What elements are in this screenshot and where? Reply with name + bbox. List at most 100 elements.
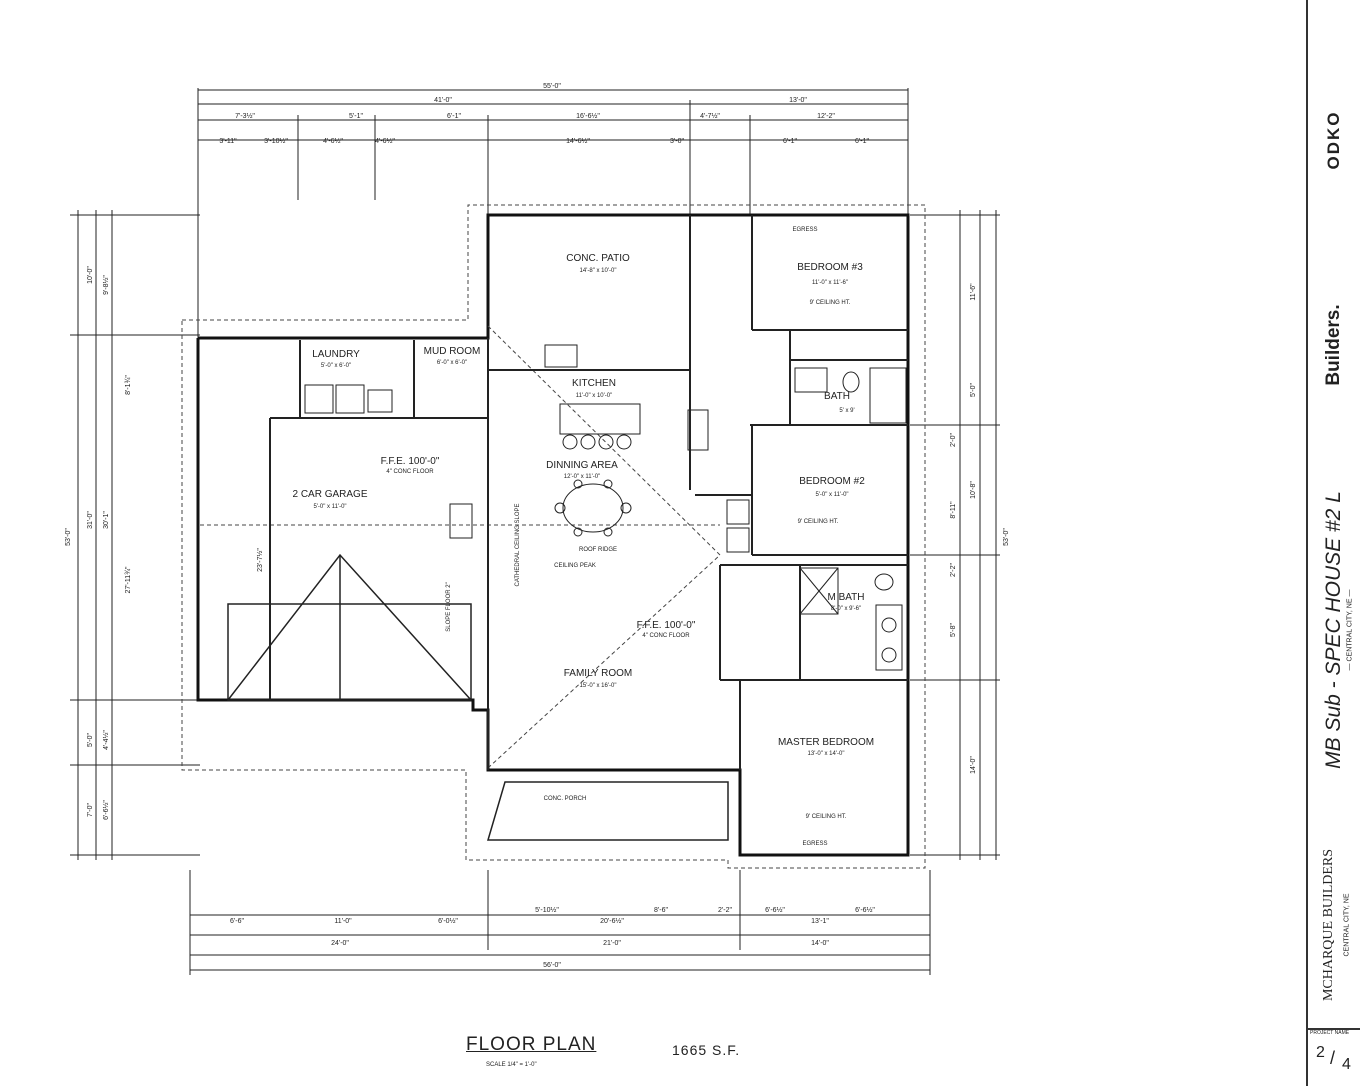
dim-top-r2-c: 6'-1"	[447, 113, 461, 120]
dim-bottom-r2-d: 5'-10½"	[535, 906, 559, 914]
dim-top-r2-d: 16'-6½"	[576, 112, 600, 120]
dim-bottom-r2-j: 6'-6½"	[855, 906, 875, 914]
dim-right-overall: 53'-0"	[1003, 528, 1010, 546]
room-size-m-bath: 8'-0" x 9'-6"	[831, 606, 861, 612]
room-size-bedroom-2: 5'-0" x 11'-0"	[815, 492, 848, 498]
room-name-conc-porch: CONC. PORCH	[544, 796, 587, 802]
dim-left-r1-a: 10'-0"	[87, 266, 94, 284]
dim-right-r1-g: 5'-8"	[950, 623, 957, 637]
project-name: MB Sub - SPEC HOUSE #2 L	[1322, 491, 1345, 769]
dim-right-r1-a: 11'-6"	[970, 283, 977, 301]
floor-plan-title: FLOOR PLAN	[466, 1034, 597, 1055]
room-size-conc-patio: 14'-8" x 10'-0"	[580, 268, 617, 274]
dim-bottom-r2-a: 6'-6"	[230, 918, 244, 925]
room-name-master-bedroom: MASTER BEDROOM	[778, 737, 874, 748]
room-name-dining: DINNING AREA	[546, 460, 618, 471]
dim-left-r2-e: 4'-4½"	[102, 730, 110, 750]
drafter-name: ODKO	[1324, 110, 1343, 170]
dim-top-r3-g: 6'-1"	[783, 138, 797, 145]
room-size-master-bedroom: 13'-0" x 14'-0"	[808, 751, 845, 757]
dim-left-r2-c: 30'-1"	[103, 511, 110, 529]
company-location: CENTRAL CITY, NE	[1343, 893, 1351, 957]
dim-top-r3-d: 4'-6½"	[375, 137, 395, 145]
ceiling-note-master-bedroom: 9' CEILING HT.	[806, 814, 847, 820]
dim-top-r3-a: 3'-11"	[219, 138, 237, 145]
sheet-divider: /	[1330, 1048, 1336, 1068]
cathedral-slope-label: CATHEDRAL CEILING SLOPE	[515, 503, 521, 586]
dim-right-r1-b: 5'-0"	[970, 383, 977, 397]
dim-top-r3-h: 6'-1"	[855, 138, 869, 145]
dim-top-r3-b: 3'-10½"	[264, 137, 288, 145]
dim-left-r2-d: 27'-11¾"	[125, 566, 132, 594]
dim-left-r2-b: 8'-1¾"	[125, 375, 132, 395]
dim-bottom-r2-g: 2'-2"	[718, 907, 732, 914]
dim-left-overall: 53'-0"	[65, 528, 72, 546]
dim-top-r1-a: 41'-0"	[434, 97, 452, 104]
dim-top-r3-f: 3'-0"	[670, 138, 684, 145]
room-size-laundry: 5'-0" x 6'-0"	[321, 363, 351, 369]
dim-bottom-r2-h: 6'-6½"	[765, 906, 785, 914]
room-name-family-room: FAMILY ROOM	[564, 668, 633, 679]
room-name-bedroom-2: BEDROOM #2	[799, 476, 865, 487]
room-name-mud-room: MUD ROOM	[424, 346, 481, 357]
ffe-garage: F.F.E. 100'-0"	[381, 456, 440, 467]
project-location: — CENTRAL CITY, NE —	[1346, 589, 1354, 671]
sheet-label: PROJECT NAME	[1310, 1030, 1350, 1036]
ceiling-peak-label: CEILING PEAK	[554, 563, 596, 569]
egress-label-bedroom-3: EGRESS	[792, 227, 817, 233]
dim-bottom-r1-c: 14'-0"	[811, 940, 829, 947]
dim-top-overall: 55'-0"	[543, 83, 561, 90]
dim-left-r1-c: 5'-0"	[87, 733, 94, 747]
dim-bottom-r2-c: 6'-0½"	[438, 917, 458, 925]
floor-plan-drawing: CONC. PATIO 14'-8" x 10'-0" BEDROOM #3 1…	[65, 83, 1010, 975]
dim-top-r3-c: 4'-6½"	[323, 137, 343, 145]
dim-top-r2-f: 12'-2"	[817, 113, 835, 120]
dim-top-r2-a: 7'-3½"	[235, 112, 255, 120]
dim-bottom-overall: 56'-0"	[543, 962, 561, 969]
ceiling-note-bedroom-2: 9' CEILING HT.	[798, 519, 839, 525]
sheet-total: 4	[1342, 1056, 1351, 1073]
dim-left-r2-a: 9'-8½"	[102, 275, 110, 295]
area-label: 1665 S.F.	[672, 1042, 741, 1058]
dim-bottom-r1-b: 21'-0"	[603, 940, 621, 947]
firm-logo: Builders.	[1323, 304, 1344, 386]
room-size-mud-room: 6'-0" x 6'-0"	[437, 360, 467, 366]
dim-left-r2-f: 6'-6½"	[102, 800, 110, 820]
title-block: ODKO Builders. MB Sub - SPEC HOUSE #2 L …	[1306, 0, 1360, 1086]
floor-family-room: 4" CONC FLOOR	[642, 633, 690, 639]
room-name-conc-patio: CONC. PATIO	[566, 253, 630, 264]
dim-garage-depth: 23'-7½"	[256, 548, 264, 572]
dim-top-r1-b: 13'-0"	[789, 97, 807, 104]
room-size-kitchen: 11'-0" x 10'-0"	[576, 393, 612, 399]
dim-top-r2-e: 4'-7½"	[700, 112, 720, 120]
dim-bottom-r1-a: 24'-0"	[331, 940, 349, 947]
room-size-bedroom-3: 11'-0" x 11'-6"	[812, 280, 848, 286]
room-size-bath: 5' x 9'	[839, 408, 854, 414]
ffe-family-room: F.F.E. 100'-0"	[637, 620, 696, 631]
dim-top-r3-e: 14'-6½"	[566, 137, 590, 145]
room-name-bedroom-3: BEDROOM #3	[797, 262, 863, 273]
room-size-garage: 5'-0" x 11'-0"	[313, 504, 346, 510]
room-size-family-room: 15'-0" x 16'-0"	[580, 683, 617, 689]
floor-garage: 4" CONC FLOOR	[386, 469, 434, 475]
room-name-bath: BATH	[824, 391, 850, 402]
dim-bottom-r2-f: 8'-6"	[654, 907, 668, 914]
dim-right-r1-c: 2'-0"	[950, 433, 957, 447]
room-name-garage: 2 CAR GARAGE	[292, 489, 367, 500]
dim-right-r1-h: 14'-0"	[970, 756, 977, 774]
dim-bottom-r2-e: 20'-6½"	[600, 917, 624, 925]
dim-left-r1-b: 31'-0"	[87, 511, 94, 529]
dim-top-r2-b: 5'-1"	[349, 113, 363, 120]
sheet-current: 2	[1316, 1044, 1325, 1061]
room-name-m-bath: M BATH	[827, 592, 864, 603]
dim-bottom-r2-b: 11'-0"	[334, 918, 352, 925]
sheet-number: PROJECT NAME 2 / 4	[1308, 1028, 1360, 1086]
scale-note: SCALE 1/4" = 1'-0"	[486, 1062, 537, 1068]
slope-floor-label: SLOPE FLOOR 2"	[446, 582, 452, 631]
roof-ridge-label: ROOF RIDGE	[579, 547, 617, 553]
dim-right-r1-d: 10'-8"	[970, 481, 977, 499]
dim-right-r1-f: 2'-2"	[950, 563, 957, 577]
dim-bottom-r2-i: 13'-1"	[811, 918, 829, 925]
dim-right-r1-e: 8'-11"	[950, 501, 957, 519]
room-size-dining: 12'-0" x 11'-0"	[564, 474, 600, 480]
